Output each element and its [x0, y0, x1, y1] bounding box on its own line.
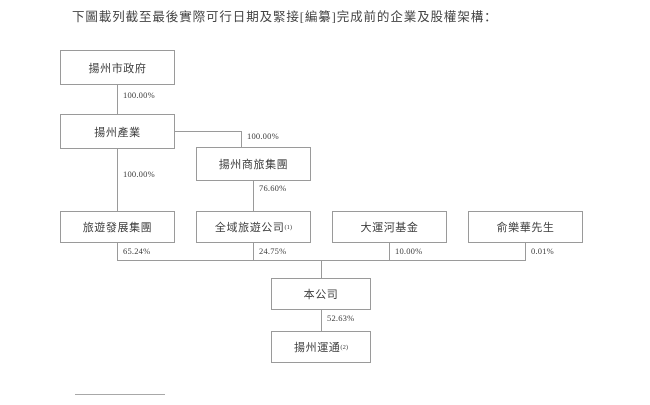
percent-grand-canal-to-company: 10.00%: [393, 246, 425, 256]
connector-industry-to-commerce-vertical: [241, 131, 242, 148]
intro-paragraph: 下圖載列截至最後實際可行日期及緊接[編纂]完成前的企業及股權架構：: [72, 10, 498, 24]
node-label: 全域旅遊公司: [214, 222, 285, 234]
percent-yu-lehua-to-company: 0.01%: [529, 246, 556, 256]
connector-bus-to-company: [321, 260, 322, 278]
node-tourism-development-group[interactable]: 旅遊發展集團: [60, 211, 175, 243]
node-yangzhou-municipal-government[interactable]: 揚州市政府: [60, 50, 175, 85]
node-yangzhou-industry[interactable]: 揚州產業: [60, 114, 175, 149]
node-label: 俞樂華先生: [496, 222, 555, 234]
connector-quanyu-drop: [253, 243, 254, 260]
node-our-company[interactable]: 本公司: [271, 278, 371, 310]
footnote-divider: [75, 394, 165, 395]
node-label: 本公司: [303, 289, 339, 301]
connector-tourism-dev-drop: [117, 243, 118, 260]
percent-tourism-dev-to-company: 65.24%: [121, 246, 153, 256]
node-footnote-marker: (2): [340, 343, 348, 351]
connector-commerce-to-quanyu: [253, 181, 254, 212]
connector-industry-to-commerce-horizontal: [175, 131, 241, 132]
node-footnote-marker: (1): [284, 223, 293, 231]
node-yangzhou-commerce-travel-group[interactable]: 揚州商旅集團: [196, 147, 311, 181]
percent-industry-to-commerce: 100.00%: [245, 131, 281, 141]
node-grand-canal-fund[interactable]: 大運河基金: [332, 211, 447, 243]
percent-commerce-to-quanyu: 76.60%: [257, 183, 289, 193]
connector-government-to-industry: [117, 85, 118, 118]
percent-government-to-industry: 100.00%: [121, 90, 157, 100]
node-quanyu-tourism-company[interactable]: 全域旅遊公司(1): [196, 211, 311, 243]
connector-grand-canal-drop: [389, 243, 390, 260]
percent-industry-to-tourism-dev: 100.00%: [121, 169, 157, 179]
connector-yu-lehua-drop: [525, 243, 526, 260]
node-label: 旅遊發展集團: [82, 222, 153, 234]
node-yangzhou-yuntong[interactable]: 揚州運通(2): [271, 331, 371, 363]
percent-quanyu-to-company: 24.75%: [257, 246, 289, 256]
percent-company-to-yuntong: 52.63%: [325, 313, 357, 323]
node-mr-yu-lehua[interactable]: 俞樂華先生: [468, 211, 583, 243]
node-label: 揚州商旅集團: [218, 159, 289, 171]
node-label: 揚州產業: [94, 126, 141, 139]
connector-company-to-yuntong: [321, 310, 322, 331]
node-label: 揚州運通: [294, 342, 341, 354]
node-label: 大運河基金: [360, 222, 419, 234]
node-label: 揚州市政府: [88, 62, 147, 75]
connector-industry-to-tourism-dev: [117, 149, 118, 212]
